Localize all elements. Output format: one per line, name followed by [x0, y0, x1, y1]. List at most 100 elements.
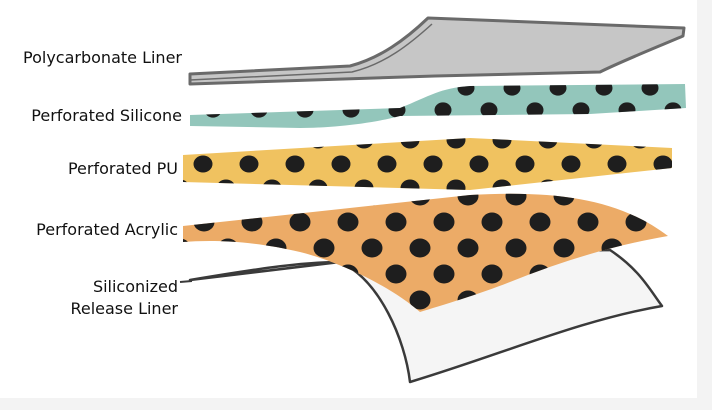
perforation-hole [337, 264, 359, 284]
perforation-hole [469, 155, 489, 173]
perforation-hole [480, 102, 498, 118]
perforation-hole [313, 238, 335, 258]
perforation-hole [641, 84, 659, 96]
perforation-hole [433, 264, 455, 284]
perforation-hole [434, 102, 452, 118]
perforation-hole [433, 212, 455, 232]
perforation-hole [549, 84, 567, 96]
perforation-hole [553, 193, 575, 206]
label-perforated-acrylic: Perforated Acrylic [36, 220, 178, 239]
perforation-hole [630, 179, 650, 190]
perforation-hole [618, 102, 636, 118]
silicone-layer [190, 84, 686, 128]
perforation-hole [265, 238, 287, 258]
perforation-hole [457, 193, 479, 206]
perforation-hole [446, 138, 466, 149]
perforation-hole [183, 179, 190, 190]
perforation-hole [193, 212, 215, 232]
perforation-hole [492, 138, 512, 149]
perforation-hole [262, 179, 282, 190]
perforation-hole [515, 155, 535, 173]
perforation-hole [553, 238, 575, 258]
label-polycarbonate-liner: Polycarbonate Liner [23, 48, 182, 67]
perforation-hole [313, 290, 335, 310]
perforation-hole [409, 238, 431, 258]
perforation-hole [595, 84, 613, 96]
perforation-hole [457, 238, 479, 258]
perforation-hole [481, 264, 503, 284]
perforation-hole [607, 155, 627, 173]
perforation-hole [584, 179, 604, 190]
perforation-hole [217, 193, 239, 206]
perforation-hole [216, 138, 236, 149]
pu-layer [183, 131, 696, 196]
polycarbonate-layer [188, 16, 686, 86]
perforation-hole [653, 155, 672, 173]
polycarbonate-sheet [188, 16, 686, 86]
perforation-hole [204, 102, 222, 118]
perforation-hole [503, 84, 521, 96]
perforation-hole [481, 212, 503, 232]
perforation-hole [313, 193, 335, 206]
perforation-hole [193, 155, 213, 173]
perforation-hole [183, 238, 191, 258]
perforation-hole [308, 179, 328, 190]
perforation-hole [625, 212, 647, 232]
perforation-hole [354, 179, 374, 190]
perforation-hole [505, 238, 527, 258]
perforation-hole [354, 138, 374, 149]
perforation-hole [183, 138, 190, 149]
release-liner-label-leader [179, 280, 193, 283]
perforation-hole [183, 193, 191, 206]
perforation-hole [250, 102, 268, 118]
perforation-hole [677, 179, 696, 196]
perforation-hole [361, 238, 383, 258]
perforation-hole [664, 102, 682, 118]
perforation-hole [296, 102, 314, 118]
perforation-hole [400, 179, 420, 190]
perforation-hole [385, 212, 407, 232]
label-line-2: Release Liner [70, 299, 178, 318]
perforation-hole [262, 138, 282, 149]
perforation-hole [388, 102, 406, 118]
perforation-hole [601, 193, 623, 206]
perforation-hole [561, 155, 581, 173]
polycarbonate-inner-edge [189, 23, 433, 81]
perforation-hole [377, 155, 397, 173]
label-siliconized-release-liner: Siliconized Release Liner [70, 276, 178, 320]
perforation-hole [577, 212, 599, 232]
perforation-hole [677, 131, 696, 148]
perforation-hole [319, 84, 337, 96]
perforation-hole [529, 212, 551, 232]
perforation-hole [584, 138, 604, 149]
perforation-hole [331, 155, 351, 173]
perforation-hole [423, 155, 443, 173]
perforation-hole [411, 84, 429, 96]
perforation-hole [241, 212, 263, 232]
perforation-hole [505, 193, 527, 206]
label-perforated-pu: Perforated PU [67, 159, 178, 178]
perforation-hole [400, 138, 420, 149]
label-line-1: Siliconized [92, 277, 178, 296]
perforation-hole [361, 193, 383, 206]
perforation-hole [409, 290, 431, 310]
perforation-hole [265, 290, 287, 310]
perforation-hole [217, 290, 239, 310]
perforation-hole [572, 102, 590, 118]
perforation-hole [409, 193, 431, 206]
perforation-hole [365, 84, 383, 96]
perforation-hole [385, 264, 407, 284]
perforation-hole [308, 138, 328, 149]
perforation-hole [649, 193, 668, 206]
perforation-hole [538, 138, 558, 149]
perforation-hole [457, 84, 475, 96]
perforation-hole [289, 212, 311, 232]
perforation-hole [193, 264, 215, 284]
perforation-hole [649, 238, 668, 258]
perforation-hole [630, 138, 650, 149]
perforation-hole [342, 102, 360, 118]
perforation-hole [239, 155, 259, 173]
label-perforated-silicone: Perforated Silicone [31, 106, 182, 125]
